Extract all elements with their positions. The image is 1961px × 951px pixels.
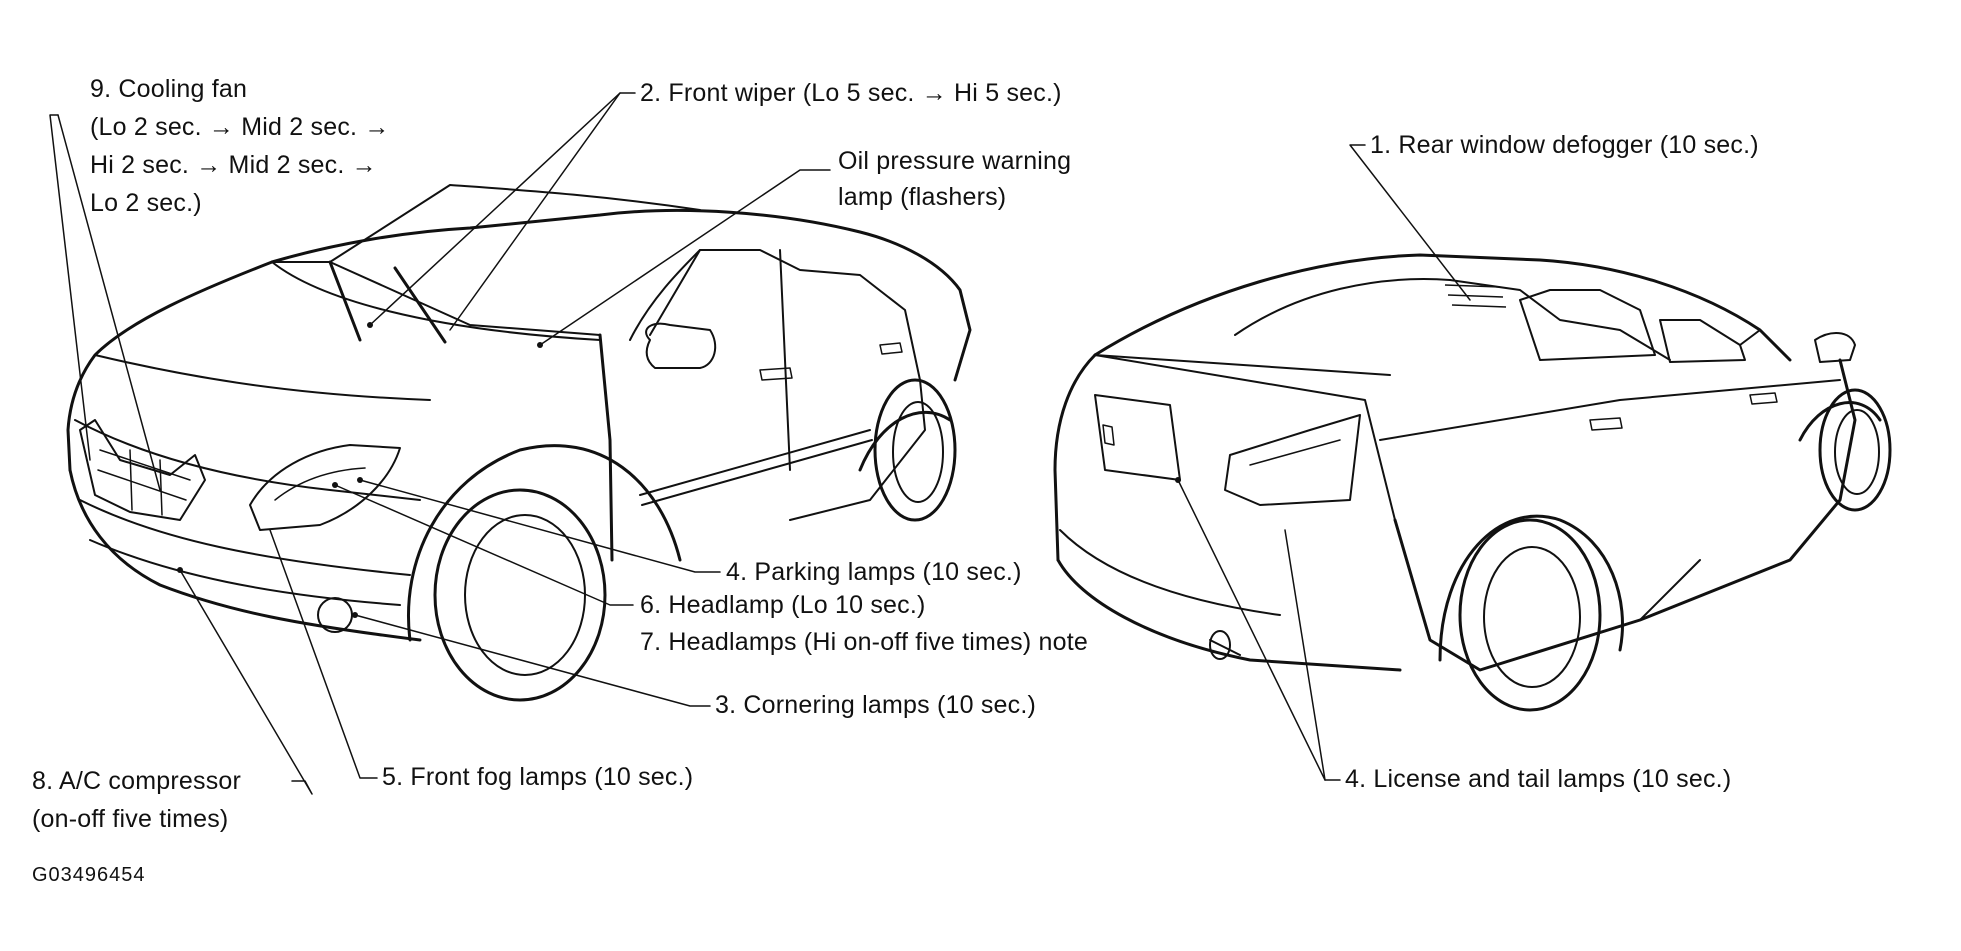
parking-lamps-label: 4. Parking lamps (10 sec.): [726, 558, 1022, 586]
ac-compressor-line-1: 8. A/C compressor: [32, 767, 242, 795]
rear-defogger-label: 1. Rear window defogger (10 sec.): [1370, 131, 1759, 159]
front-car-illustration: [66, 184, 972, 702]
front-wiper-label: 2. Front wiper (Lo 5 sec. → Hi 5 sec.): [640, 79, 1062, 107]
leader-lines: [49, 92, 1471, 795]
oil-pressure-line-2: lamp (flashers): [838, 183, 1007, 211]
rear-car-illustration: [1053, 253, 1892, 712]
cornering-lamps-label: 3. Cornering lamps (10 sec.): [715, 691, 1037, 719]
cooling-fan-line-1: 9. Cooling fan: [90, 75, 248, 103]
cooling-fan-line-4: Lo 2 sec.): [90, 189, 202, 217]
cooling-fan-line-3: Hi 2 sec. → Mid 2 sec. →: [90, 151, 377, 179]
headlamps-hi-label: 7. Headlamps (Hi on-off five times) note: [640, 628, 1089, 656]
ac-compressor-line-2: (on-off five times): [32, 805, 229, 833]
license-tail-label: 4. License and tail lamps (10 sec.): [1345, 765, 1732, 793]
cooling-fan-line-2: (Lo 2 sec. → Mid 2 sec. →: [90, 113, 390, 141]
headlamp-lo-label: 6. Headlamp (Lo 10 sec.): [640, 591, 926, 619]
front-fog-label: 5. Front fog lamps (10 sec.): [382, 763, 694, 791]
oil-pressure-line-1: Oil pressure warning: [838, 147, 1072, 175]
figure-code: G03496454: [32, 864, 146, 886]
